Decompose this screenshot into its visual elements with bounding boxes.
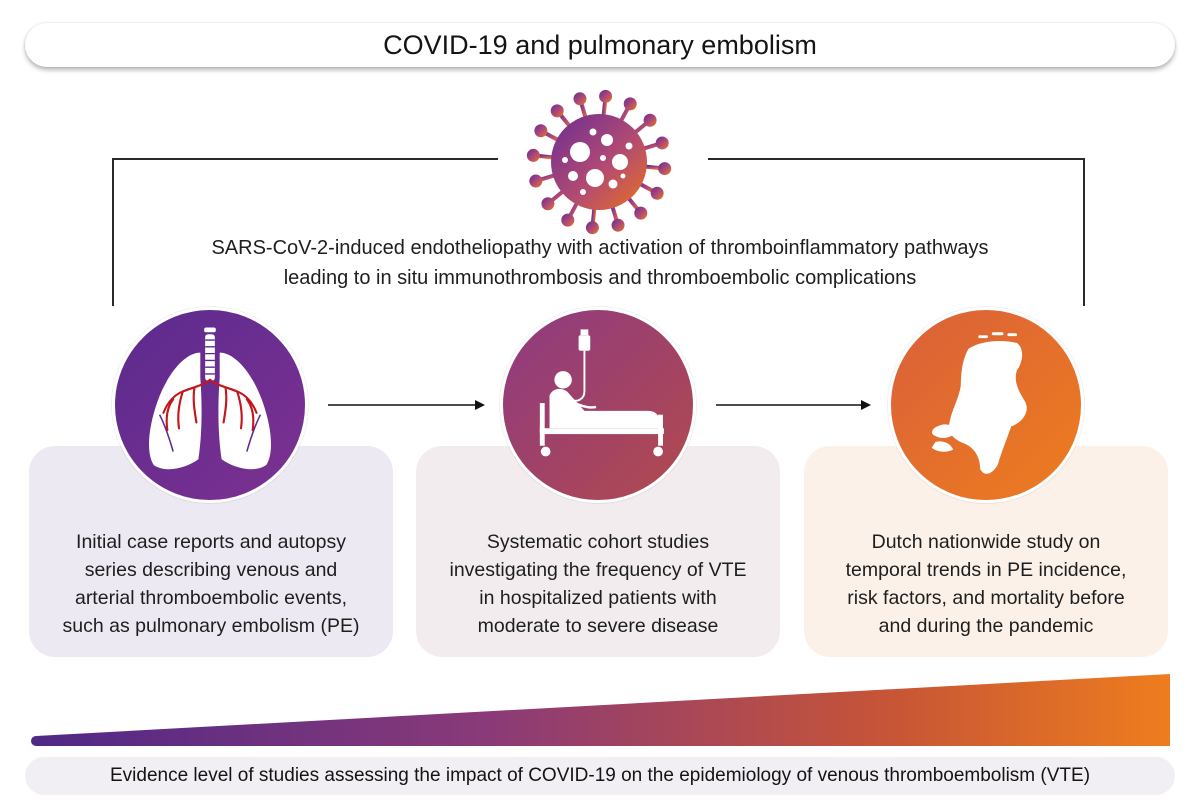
lungs-icon bbox=[148, 327, 272, 470]
virus-spike-tip bbox=[550, 104, 564, 118]
virus-spike-tip bbox=[611, 218, 625, 232]
stage-text: Systematic cohort studies investigating … bbox=[449, 531, 747, 637]
virus-spike-tip bbox=[643, 113, 657, 127]
virus-spike-tip bbox=[534, 124, 548, 138]
virus-spike-tip bbox=[599, 89, 613, 103]
virus-spike-tip bbox=[526, 148, 540, 162]
mechanism-text: SARS-CoV-2-induced endotheliopathy with … bbox=[200, 233, 1000, 293]
virus-spike-tip bbox=[585, 221, 599, 235]
netherlands-map-icon bbox=[931, 332, 1027, 474]
lungs-circle bbox=[112, 307, 308, 503]
netherlands-map-circle bbox=[888, 307, 1084, 503]
virus-spike-tip bbox=[573, 92, 587, 106]
virus-spike-tip bbox=[658, 162, 672, 176]
mechanism-line-1: SARS-CoV-2-induced endotheliopathy with … bbox=[211, 237, 989, 259]
stage-text: Initial case reports and autopsy series … bbox=[62, 531, 360, 637]
stage-text: Dutch nationwide study on temporal trend… bbox=[845, 531, 1127, 637]
evidence-label-bar: Evidence level of studies assessing the … bbox=[25, 757, 1175, 795]
evidence-label: Evidence level of studies assessing the … bbox=[109, 765, 1091, 786]
virus-spike-tip bbox=[623, 97, 637, 111]
hospital-bed-icon bbox=[539, 329, 664, 457]
virus-spike-tip bbox=[650, 186, 664, 200]
virus-spike-tip bbox=[634, 206, 648, 220]
virus-spike-tip bbox=[561, 213, 575, 227]
virus-spike-tip bbox=[541, 197, 555, 211]
virus-spike-tip bbox=[529, 174, 543, 188]
arrow-stage-1-to-2 bbox=[328, 400, 485, 410]
evidence-level-gradient bbox=[31, 674, 1170, 746]
virus-spike-tip bbox=[655, 136, 669, 150]
stage-card-case-reports: Initial case reports and autopsy series … bbox=[29, 446, 393, 657]
arrow-stage-2-to-3 bbox=[716, 400, 871, 410]
diagram-title: COVID-19 and pulmonary embolism bbox=[383, 29, 817, 60]
mechanism-line-2: leading to in situ immunothrombosis and … bbox=[283, 267, 917, 289]
title-bar: COVID-19 and pulmonary embolism bbox=[25, 23, 1175, 67]
hospital-bed-circle bbox=[500, 307, 696, 503]
virus-icon bbox=[526, 89, 672, 235]
